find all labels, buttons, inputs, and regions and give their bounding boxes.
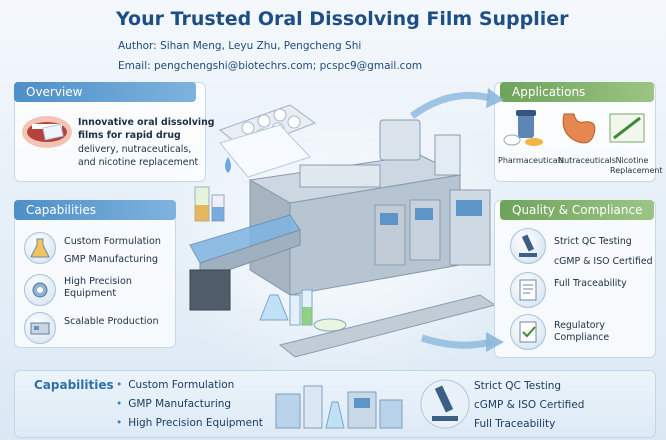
quality-item-cgmp-iso: cGMP & ISO Certified	[554, 256, 653, 267]
application-item-nicotine: Nicotine Replacement	[610, 156, 663, 176]
author-label: Author:	[118, 40, 157, 52]
quality-regulatory-line2: Compliance	[554, 332, 610, 344]
quality-item-regulatory: Regulatory Compliance	[554, 320, 609, 344]
capability-high-precision-line1: High Precision	[64, 276, 132, 287]
microscope-icon	[510, 228, 546, 264]
film-strip-icon	[609, 113, 645, 143]
side-equipment	[379, 119, 491, 266]
quality-item-traceability: Full Traceability	[554, 278, 627, 289]
capabilities-header: Capabilities	[14, 200, 176, 220]
beakers-left	[194, 186, 225, 222]
page-title: Your Trusted Oral Dissolving Film Suppli…	[116, 8, 569, 30]
arrow-right-icon	[410, 88, 504, 119]
author-value: Sihan Meng, Leyu Zhu, Pengcheng Shi	[160, 40, 362, 52]
flask-icon	[24, 232, 56, 264]
capability-item-high-precision: High Precision Equipment	[64, 276, 132, 301]
quality-regulatory-line1: Regulatory	[554, 320, 605, 331]
document-icon	[510, 272, 546, 308]
bottom-right-item: cGMP & ISO Certified	[474, 399, 585, 411]
bottom-capabilities-title: Capabilities	[34, 378, 114, 392]
overview-header: Overview	[14, 82, 196, 102]
applications-header: Applications	[500, 82, 654, 102]
overview-line-1: Innovative oral dissolving	[78, 117, 215, 128]
droplet-icon	[225, 157, 231, 173]
overview-line-2: films for rapid drug	[78, 130, 181, 142]
application-nicotine-line1: Nicotine	[615, 156, 649, 165]
bottom-right-item: Strict QC Testing	[474, 380, 562, 392]
overview-line-3: delivery, nutraceuticals,	[78, 143, 192, 155]
quality-item-qc-testing: Strict QC Testing	[554, 236, 632, 247]
pills-icon	[503, 110, 543, 146]
bottom-right-item: Full Traceability	[474, 418, 556, 430]
quality-header: Quality & Compliance	[500, 200, 654, 220]
stomach-icon	[562, 113, 596, 144]
checklist-icon	[510, 314, 546, 350]
overview-line-4: and nicotine replacement	[78, 157, 199, 169]
gear-icon	[24, 274, 56, 306]
film-manufacturing-machine-illustration	[189, 104, 497, 358]
capability-high-precision-line2: Equipment	[64, 288, 117, 300]
capability-item-scalable-production: Scalable Production	[64, 316, 159, 327]
bottom-left-item: High Precision Equipment	[116, 417, 263, 429]
capability-item-custom-formulation: Custom Formulation	[64, 236, 161, 247]
machine-icon	[24, 312, 56, 344]
mouth-film-icon	[22, 116, 72, 148]
bottom-lab-illustration	[275, 385, 403, 429]
beakers-bottom	[259, 289, 347, 332]
email-line: Email: pengchengshi@biotechrs.com; pcspc…	[118, 60, 422, 72]
bottom-microscope-icon	[420, 379, 470, 429]
overview-text: Innovative oral dissolving films for rap…	[78, 116, 214, 170]
film-sheet	[219, 124, 311, 178]
application-nicotine-line2: Replacement	[610, 166, 663, 175]
author-line: Author: Sihan Meng, Leyu Zhu, Pengcheng …	[118, 40, 361, 52]
application-item-nutraceuticals: Nutraceuticals	[558, 156, 616, 165]
email-value: pengchengshi@biotechrs.com; pcspc9@gmail…	[154, 60, 423, 72]
email-label: Email:	[118, 60, 151, 72]
application-item-pharmaceuticals: Pharmaceuticals	[498, 156, 565, 165]
arrow-right-lower-icon	[420, 332, 504, 352]
bottom-left-item: GMP Manufacturing	[116, 398, 231, 410]
capability-item-gmp-manufacturing: GMP Manufacturing	[64, 254, 159, 265]
machine-body	[189, 154, 462, 311]
bottom-left-item: Custom Formulation	[116, 379, 234, 391]
